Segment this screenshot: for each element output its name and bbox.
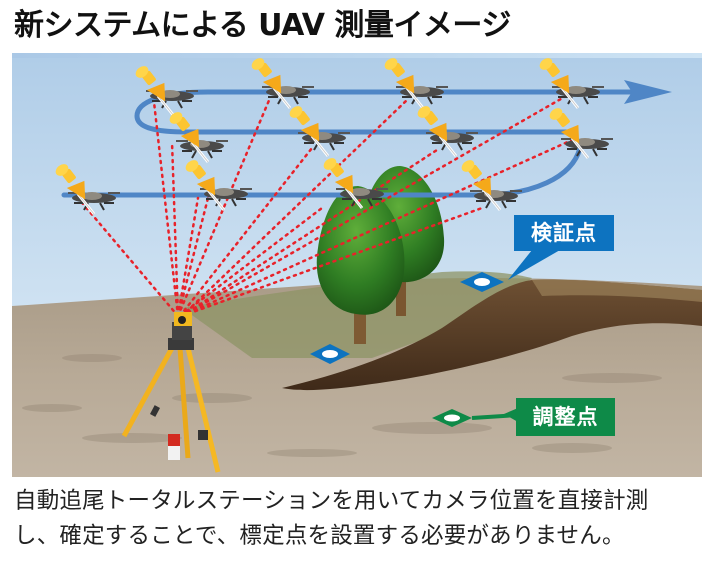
caption-line-2: し、確定することで、標定点を設置する必要がありません。 (14, 523, 625, 549)
marker-diamond-icon (310, 272, 504, 427)
caption: 自動追尾トータルステーションを用いてカメラ位置を直接計測 し、確定することで、標… (14, 484, 714, 554)
adjust-point-label: 調整点 (516, 398, 615, 436)
uav-survey-illustration: 検証点 調整点 (12, 58, 702, 477)
caption-line-1: 自動追尾トータルステーションを用いてカメラ位置を直接計測 (14, 488, 649, 514)
title-divider (12, 53, 702, 58)
check-point-label: 検証点 (514, 215, 614, 251)
page-title: 新システムによる UAV 測量イメージ (14, 8, 511, 43)
total-station-icon (121, 312, 221, 473)
